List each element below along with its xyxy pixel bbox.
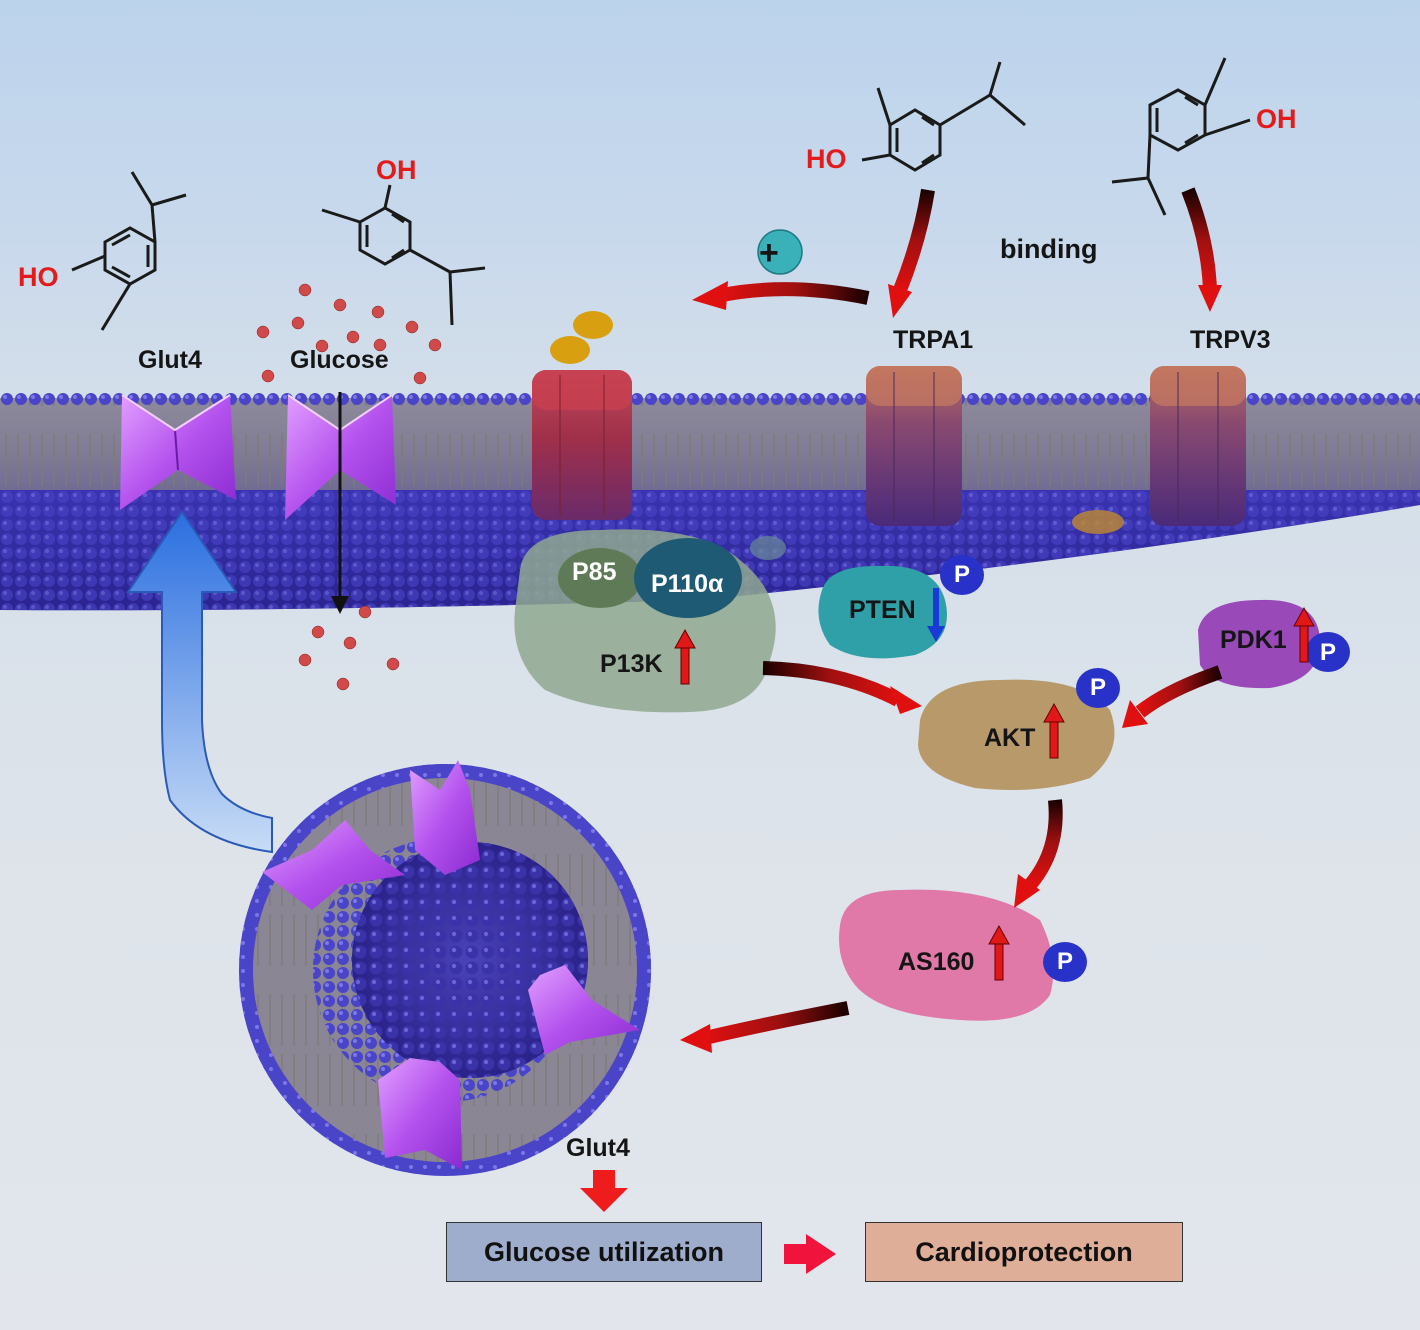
up-arrow-pdk1 xyxy=(1293,606,1315,663)
pdk1-phospho-badge: P xyxy=(1319,639,1336,666)
cardioprotection-box: Cardioprotection xyxy=(865,1222,1183,1282)
plus-sign: + xyxy=(759,234,779,272)
binding-label: binding xyxy=(1000,234,1098,264)
vesicle-glut4-2 xyxy=(410,760,480,875)
pten-protein xyxy=(818,555,984,659)
down-arrow-glut4 xyxy=(580,1170,628,1212)
as160-phospho-badge: P xyxy=(1056,948,1073,975)
glut4-transporter-left xyxy=(120,394,236,510)
receptor-channel xyxy=(532,311,632,520)
pten-phospho-badge: P xyxy=(953,561,970,588)
molecule-right xyxy=(1111,57,1251,216)
akt-phospho-badge: P xyxy=(1089,674,1106,701)
membrane-particle xyxy=(1072,510,1124,534)
arrow-to-membrane-channel xyxy=(692,281,870,310)
activation-plus-icon xyxy=(757,229,803,275)
trpa1-channel xyxy=(866,366,962,526)
left-hydroxyl-label: HO xyxy=(18,262,59,292)
pi3k-label: P13K xyxy=(600,650,663,678)
arrow-pdk1-to-akt xyxy=(1122,665,1223,728)
pdk1-protein xyxy=(1198,599,1350,689)
vesicle-glut4-4 xyxy=(378,1058,462,1170)
arrow-akt-to-as160 xyxy=(1014,799,1063,908)
up-arrow-akt xyxy=(1043,702,1065,759)
top-hydroxyl-label: HO xyxy=(806,144,847,174)
pdk1-label: PDK1 xyxy=(1220,626,1287,654)
glut4-translocation-arrow xyxy=(126,510,273,854)
arrow-molecule-to-trpv3 xyxy=(1181,187,1222,312)
vesicle-glut4-3 xyxy=(528,965,640,1055)
glut4-bottom-label: Glut4 xyxy=(566,1134,630,1162)
pten-label: PTEN xyxy=(849,596,916,624)
vesicle-glut4-1 xyxy=(262,820,405,910)
molecule-top xyxy=(861,61,1026,172)
akt-label: AKT xyxy=(984,724,1036,752)
molecule-middle xyxy=(321,184,486,326)
akt-protein xyxy=(918,668,1120,791)
glucose-molecules xyxy=(256,283,442,691)
arrow-molecule-to-trpa1 xyxy=(888,188,935,318)
trpv3-label: TRPV3 xyxy=(1190,326,1271,354)
arrow-as160-to-vesicle xyxy=(680,1001,850,1053)
up-arrow-pi3k xyxy=(674,628,696,685)
trpa1-label: TRPA1 xyxy=(893,326,974,354)
down-arrow-pten xyxy=(927,588,945,642)
glut4-vesicle xyxy=(239,760,651,1176)
p85-label: P85 xyxy=(572,558,617,586)
molecule-left xyxy=(71,171,187,331)
middle-hydroxyl-label: OH xyxy=(376,155,417,185)
as160-label: AS160 xyxy=(898,948,975,976)
glut4-label: Glut4 xyxy=(138,346,202,374)
pi3k-complex xyxy=(514,529,786,713)
right-arrow-outcome xyxy=(784,1234,836,1274)
glucose-utilization-box: Glucose utilization xyxy=(446,1222,762,1282)
p110a-label: P110α xyxy=(651,570,724,598)
glucose-label: Glucose xyxy=(290,346,389,374)
right-hydroxyl-label: OH xyxy=(1256,104,1297,134)
as160-protein xyxy=(839,889,1087,1021)
trpv3-channel xyxy=(1150,366,1246,526)
arrow-pi3k-to-akt xyxy=(762,661,922,714)
up-arrow-as160 xyxy=(988,924,1010,981)
